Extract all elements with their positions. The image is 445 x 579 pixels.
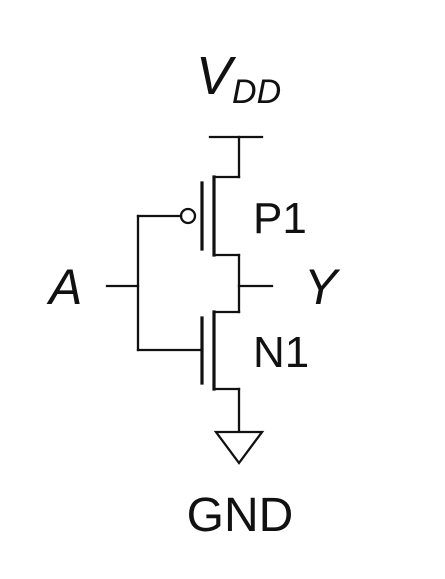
vdd-main-text: V [196, 46, 237, 106]
ground-symbol [213, 430, 265, 465]
ground-label: GND [187, 489, 294, 542]
pmos-label: P1 [253, 194, 307, 243]
output-label: Y [304, 259, 341, 315]
vdd-label: VDD [196, 46, 281, 111]
vdd-subscript-text: DD [232, 73, 281, 111]
nmos-label: N1 [253, 328, 309, 377]
input-label: A [46, 259, 82, 315]
pmos-gate-bubble [179, 207, 197, 225]
